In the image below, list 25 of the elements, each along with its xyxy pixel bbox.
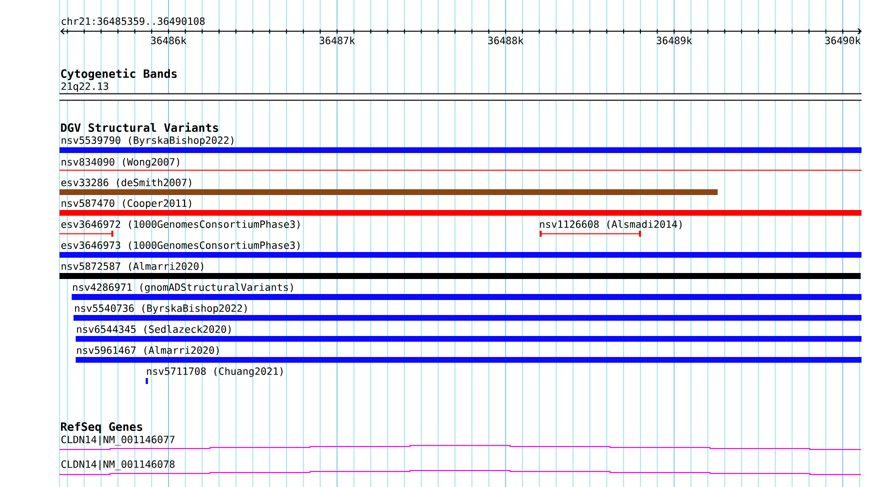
feature-label: nsv834090 (Wong2007) — [62, 158, 180, 168]
feature-label: CLDN14|NM_001146078 — [61, 460, 174, 470]
feature-label: esv3646973 (1000GenomesConsortiumPhase3) — [61, 241, 300, 250]
feature-label: esv33286 (deSmith2007) — [61, 178, 192, 188]
feature-label: nsv5539790 (ByrskaBishop2022) — [62, 136, 234, 146]
feature-label: nsv5711708 (Chuang2021) — [147, 367, 283, 377]
feature-label: nsv587470 (Cooper2011) — [62, 199, 192, 209]
feature-label: CLDN14|NM_001146077 — [61, 435, 174, 446]
track-heading: Cytogenetic Bands — [61, 68, 177, 80]
feature-label: 21q22.13 — [62, 82, 108, 92]
feature-label: nsv5872587 (Almarri2020) — [62, 262, 204, 272]
feature-label: esv3646972 (1000GenomesConsortiumPhase3) — [61, 220, 300, 230]
tick-label: 36488k — [488, 36, 524, 44]
track-heading: RefSeq Genes — [61, 422, 142, 434]
location-label: chr21:36485359..36490108 — [62, 17, 205, 25]
feature-label: nsv4286971 (gnomADStructuralVariants) — [73, 283, 293, 293]
tick-label: 36486k — [151, 36, 186, 44]
feature-label: nsv1126608 (Alsmadi2014) — [540, 220, 682, 230]
tick-label: 36487k — [320, 36, 355, 44]
track-heading: DGV Structural Variants — [61, 122, 218, 132]
feature-label: nsv6544345 (Sedlazeck2020) — [77, 325, 231, 334]
tick-label: 36490k — [825, 36, 861, 44]
feature-label: nsv5540736 (ByrskaBishop2022) — [75, 304, 247, 314]
feature-label: nsv5961467 (Almarri2020) — [77, 346, 219, 356]
tick-label: 36489k — [656, 36, 692, 44]
